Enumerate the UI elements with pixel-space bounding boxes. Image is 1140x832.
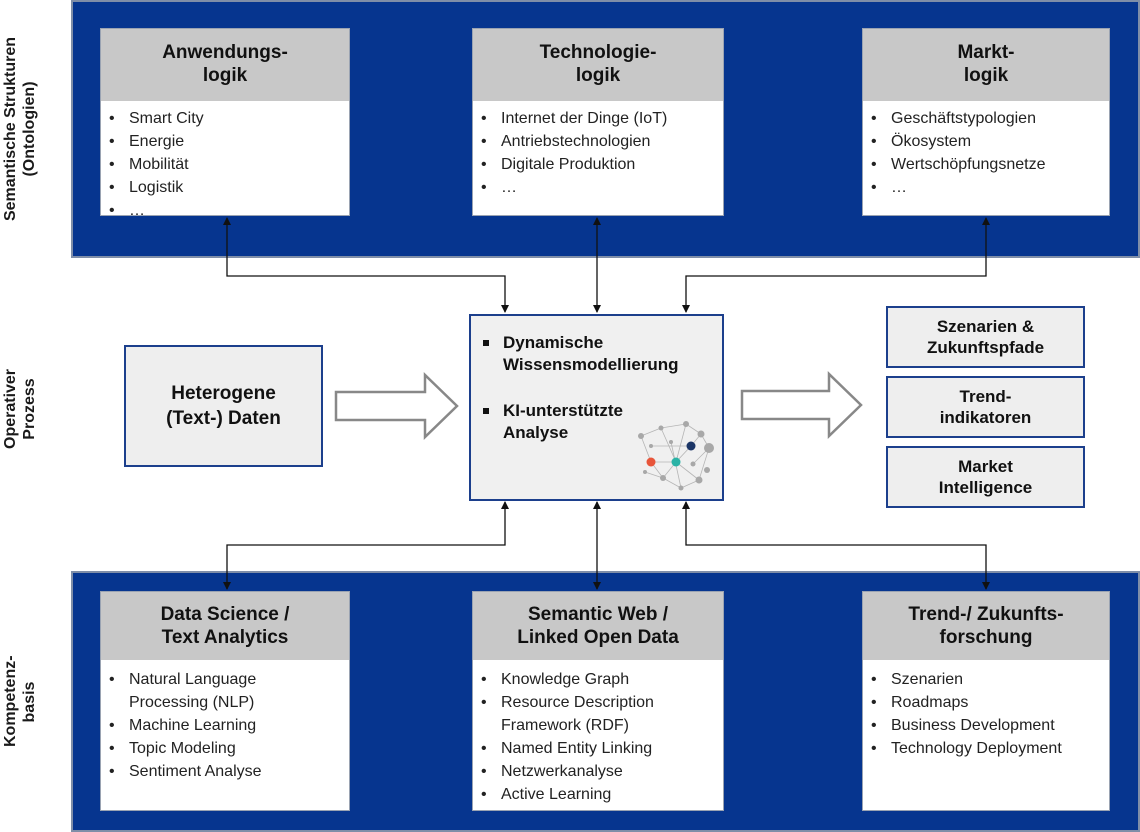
card-marktlogik: Markt-logik Geschäftstypologien Ökosyste… <box>862 28 1110 216</box>
output-scenarios: Szenarien &Zukunftspfade <box>886 306 1085 368</box>
card-trend-forschung: Trend-/ Zukunfts-forschung Szenarien Roa… <box>862 591 1110 811</box>
list-item: Geschäftstypologien <box>871 107 1109 130</box>
connector-trend <box>682 501 990 590</box>
list-item: Internet der Dinge (IoT) <box>481 107 723 130</box>
card-data-science: Data Science /Text Analytics Natural Lan… <box>100 591 350 811</box>
connector-anwendung <box>223 217 509 313</box>
card-semantic-web: Semantic Web /Linked Open Data Knowledge… <box>472 591 724 811</box>
list-item: Digitale Produktion <box>481 153 723 176</box>
card-title: Trend-/ Zukunfts-forschung <box>863 592 1109 660</box>
list-item: … <box>109 199 349 222</box>
input-heterogeneous-data: Heterogene(Text-) Daten <box>124 345 323 467</box>
list-item: Szenarien <box>871 668 1109 691</box>
list-item: Logistik <box>109 176 349 199</box>
list-item: Smart City <box>109 107 349 130</box>
card-title: Anwendungs-logik <box>101 29 349 101</box>
card-title: Data Science /Text Analytics <box>101 592 349 660</box>
list-item: … <box>481 176 723 199</box>
card-anwendungslogik: Anwendungs-logik Smart City Energie Mobi… <box>100 28 350 222</box>
list-item: Roadmaps <box>871 691 1109 714</box>
list-item: Netzwerkanalyse <box>481 760 723 783</box>
list-item: Wertschöpfungsnetze <box>871 153 1109 176</box>
connector-markt <box>682 217 990 313</box>
list-item: Business Development <box>871 714 1109 737</box>
list-item: … <box>871 176 1109 199</box>
list-item: Antriebstechnologien <box>481 130 723 153</box>
output-trend-indicators: Trend-indikatoren <box>886 376 1085 438</box>
list-item: Active Learning <box>481 783 723 806</box>
list-item: Machine Learning <box>109 714 349 737</box>
list-item: Energie <box>109 130 349 153</box>
card-title: Semantic Web /Linked Open Data <box>473 592 723 660</box>
arrow-right-icon <box>740 371 863 439</box>
connector-datascience <box>223 501 509 590</box>
list-item: Technology Deployment <box>871 737 1109 760</box>
list-item: Topic Modeling <box>109 737 349 760</box>
list-item: Ökosystem <box>871 130 1109 153</box>
card-title: Markt-logik <box>863 29 1109 101</box>
list-item: Sentiment Analyse <box>109 760 349 783</box>
network-graph-icon <box>638 421 714 491</box>
list-item: Mobilität <box>109 153 349 176</box>
card-technologielogik: Technologie-logik Internet der Dinge (Io… <box>472 28 724 216</box>
card-title: Technologie-logik <box>473 29 723 101</box>
list-item: Named Entity Linking <box>481 737 723 760</box>
arrow-right-icon <box>334 372 459 440</box>
list-item: Knowledge Graph <box>481 668 723 691</box>
